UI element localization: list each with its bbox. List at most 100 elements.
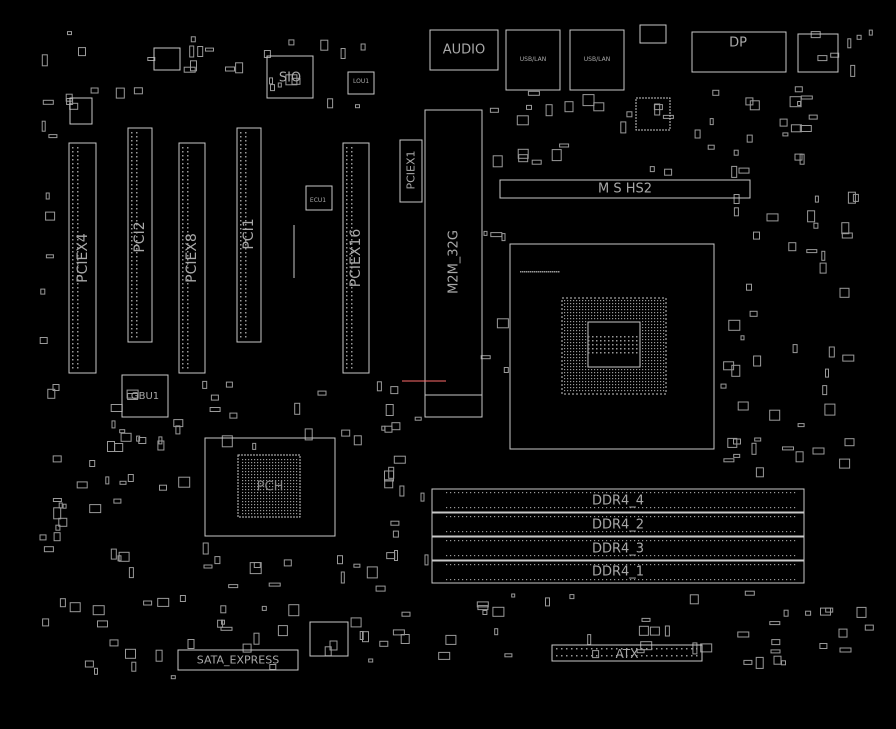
pin — [597, 318, 599, 320]
smd-component — [111, 420, 116, 429]
pin — [786, 516, 788, 518]
pin — [245, 212, 247, 214]
pin — [251, 513, 253, 515]
pin — [266, 486, 268, 488]
pin — [187, 235, 189, 237]
pin — [518, 540, 520, 542]
pin — [710, 564, 712, 566]
pin — [651, 309, 653, 311]
pin — [654, 309, 656, 311]
pin — [603, 315, 605, 317]
pin — [542, 492, 544, 494]
pin — [245, 477, 247, 479]
pin — [588, 340, 590, 342]
pin — [136, 152, 138, 154]
pin — [622, 531, 624, 533]
pin — [738, 531, 740, 533]
pin — [638, 516, 640, 518]
smd-component — [285, 74, 298, 86]
smd-component — [47, 388, 56, 399]
pin — [72, 283, 74, 285]
pin — [293, 510, 295, 512]
pin — [470, 492, 472, 494]
pin — [782, 540, 784, 542]
pin — [524, 271, 526, 273]
pin — [573, 387, 575, 389]
pin — [656, 648, 658, 650]
pin — [573, 339, 575, 341]
pin — [651, 345, 653, 347]
pin — [536, 271, 538, 273]
pin — [530, 564, 532, 566]
pin — [567, 318, 569, 320]
smd-component — [649, 166, 655, 173]
pin — [588, 369, 590, 371]
pin — [269, 474, 271, 476]
pin — [486, 540, 488, 542]
pin — [566, 531, 568, 533]
pin — [240, 212, 242, 214]
pin — [722, 507, 724, 509]
pin — [558, 516, 560, 518]
pin — [651, 369, 653, 371]
pin — [604, 348, 606, 350]
smd-component — [813, 222, 819, 229]
pin — [77, 347, 79, 349]
pin — [624, 369, 626, 371]
pin — [502, 531, 504, 533]
pin — [510, 531, 512, 533]
pin — [240, 260, 242, 262]
pin — [570, 330, 572, 332]
pin — [686, 492, 688, 494]
pin — [269, 465, 271, 467]
pin — [620, 348, 622, 350]
pin — [242, 495, 244, 497]
pin — [622, 579, 624, 581]
pin — [570, 351, 572, 353]
smd-component — [401, 611, 411, 617]
pin — [182, 167, 184, 169]
pin — [260, 459, 262, 461]
pin — [726, 564, 728, 566]
pin — [576, 339, 578, 341]
pin — [245, 248, 247, 250]
pin — [240, 296, 242, 298]
pin — [627, 369, 629, 371]
pin — [284, 504, 286, 506]
smd-component — [42, 99, 54, 105]
pin — [77, 359, 79, 361]
pin — [260, 513, 262, 515]
smd-component — [733, 149, 739, 156]
pin — [663, 366, 665, 368]
pin — [742, 492, 744, 494]
pin — [630, 492, 632, 494]
pin — [651, 324, 653, 326]
pin — [284, 510, 286, 512]
smd-component — [754, 437, 762, 442]
pin — [346, 223, 348, 225]
pin — [269, 483, 271, 485]
pin — [570, 579, 572, 581]
smd-component — [755, 656, 764, 669]
smd-component — [838, 628, 848, 638]
pin — [240, 196, 242, 198]
pin — [600, 375, 602, 377]
pin — [612, 369, 614, 371]
pin — [681, 648, 683, 650]
smd-component — [731, 364, 741, 377]
pin — [670, 516, 672, 518]
pin — [77, 275, 79, 277]
pin — [346, 231, 348, 233]
smd-component — [641, 617, 651, 622]
pin — [642, 492, 644, 494]
pin — [645, 336, 647, 338]
pin — [272, 498, 274, 500]
pin — [182, 159, 184, 161]
pin — [586, 492, 588, 494]
pin — [651, 363, 653, 365]
ddr4-3-slot — [431, 536, 805, 561]
pin — [576, 366, 578, 368]
pin — [494, 492, 496, 494]
pin — [474, 531, 476, 533]
pin — [597, 315, 599, 317]
